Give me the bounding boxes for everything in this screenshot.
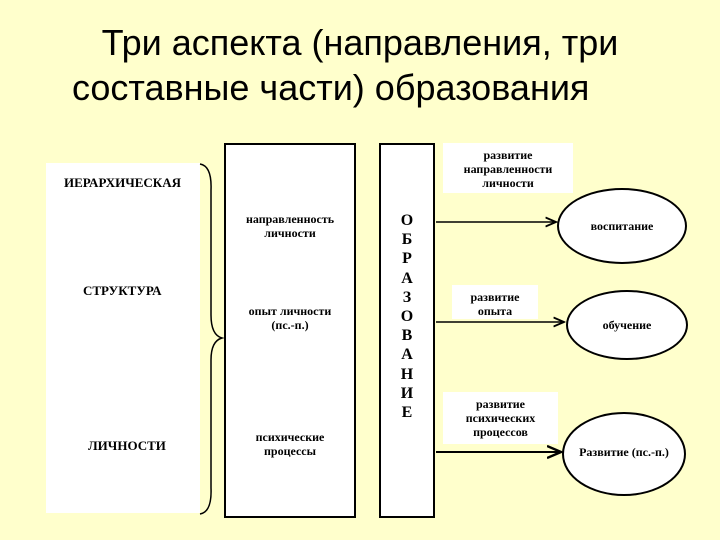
component-experience: опыт личности (пс.-п.) xyxy=(248,304,332,332)
education-letter: А xyxy=(401,269,413,287)
structure-label-middle: СТРУКТУРА xyxy=(83,283,162,298)
education-letter: Н xyxy=(400,365,414,383)
education-letter: О xyxy=(400,308,414,325)
component-processes: психические процессы xyxy=(255,430,325,458)
development-ellipse xyxy=(562,412,686,496)
slide-title: Три аспекта (направления, три составные … xyxy=(30,20,690,110)
education-box xyxy=(379,143,435,518)
education-letter: О xyxy=(400,212,414,229)
structure-panel xyxy=(46,163,200,513)
dev-processes-panel xyxy=(443,392,558,444)
education-letter: З xyxy=(402,288,412,306)
education-letter: А xyxy=(401,346,413,364)
upbringing-ellipse xyxy=(557,188,687,264)
dev-experience-label: развитие опыта xyxy=(470,290,520,318)
title-line-2: составные части) образования xyxy=(72,67,590,108)
education-letter: Б xyxy=(401,231,413,249)
education-letter: В xyxy=(401,327,413,345)
education-letter: И xyxy=(400,384,414,402)
structure-label-top: ИЕРАРХИЧЕСКАЯ xyxy=(64,175,181,190)
dev-experience-panel xyxy=(452,285,538,319)
education-letter: Р xyxy=(402,250,412,268)
development-label: Развитие (пс.-п.) xyxy=(579,445,669,459)
learning-label: обучение xyxy=(602,318,652,332)
personality-components-box xyxy=(224,143,356,518)
education-letter: Е xyxy=(401,404,413,421)
structure-label-bottom: ЛИЧНОСТИ xyxy=(88,438,166,453)
dev-orientation-panel xyxy=(443,143,573,193)
learning-ellipse xyxy=(566,290,688,360)
dev-orientation-label: развитие направленности личности xyxy=(463,148,553,190)
dev-processes-label: развитие психических процессов xyxy=(465,397,536,439)
component-orientation: направленность личности xyxy=(245,212,335,240)
upbringing-label: воспитание xyxy=(590,219,654,233)
title-line-1: Три аспекта (направления, три xyxy=(101,22,619,63)
